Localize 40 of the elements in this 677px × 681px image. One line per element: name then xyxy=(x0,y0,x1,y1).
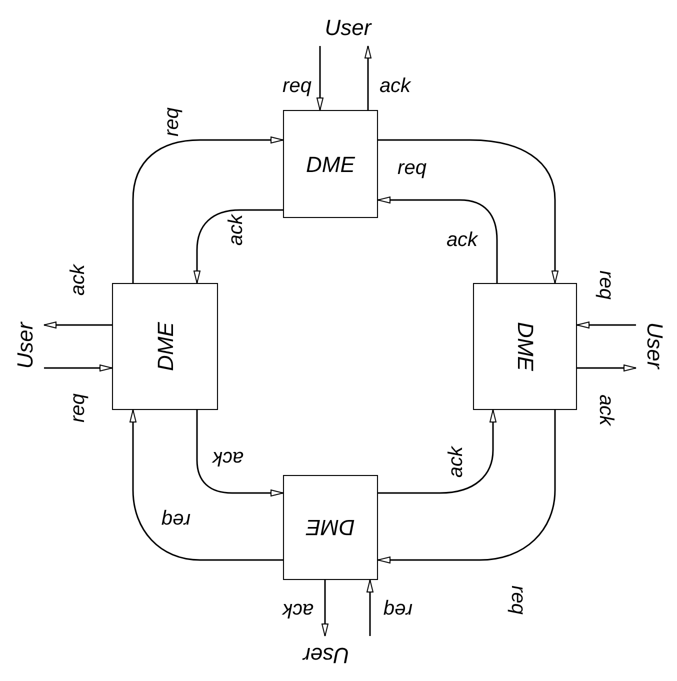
process-box: DME xyxy=(283,475,378,580)
edge-label: req xyxy=(282,76,312,96)
edge-label: ack xyxy=(596,394,616,426)
arrow xyxy=(576,322,636,328)
edge-label: ack xyxy=(68,264,88,296)
user-label: User xyxy=(636,300,674,390)
edge-label: req xyxy=(384,600,412,620)
edge-label: req xyxy=(596,270,616,300)
edge-label: ack xyxy=(226,214,246,246)
arrow xyxy=(44,322,112,328)
user-label: User xyxy=(308,8,388,46)
arrow xyxy=(378,139,558,284)
edge-label: req xyxy=(508,586,528,614)
edge-label: ack xyxy=(282,600,314,620)
arrow xyxy=(196,410,284,496)
process-box: DME xyxy=(473,283,577,410)
edge-label: ack xyxy=(212,448,244,468)
arrow xyxy=(577,364,636,372)
arrow xyxy=(132,136,284,283)
arrow xyxy=(364,46,372,110)
process-box: DME xyxy=(112,283,218,410)
edge-label: req xyxy=(162,510,190,530)
arrow xyxy=(378,410,496,494)
user-label: User xyxy=(286,636,366,674)
arrow xyxy=(378,196,498,283)
arrow xyxy=(316,46,324,110)
arrow xyxy=(378,410,556,564)
arrow xyxy=(366,580,374,636)
arrow xyxy=(194,209,283,284)
edge-label: ack xyxy=(446,446,466,478)
edge-label: ack xyxy=(379,76,411,96)
edge-label: req xyxy=(162,108,182,136)
arrow xyxy=(130,410,283,561)
edge-label: req xyxy=(398,158,426,178)
arrow xyxy=(322,580,328,636)
arrow xyxy=(44,364,112,372)
edge-label: ack xyxy=(446,230,478,250)
user-label: User xyxy=(6,300,44,390)
edge-label: req xyxy=(68,394,88,422)
process-box: DME xyxy=(283,110,378,218)
